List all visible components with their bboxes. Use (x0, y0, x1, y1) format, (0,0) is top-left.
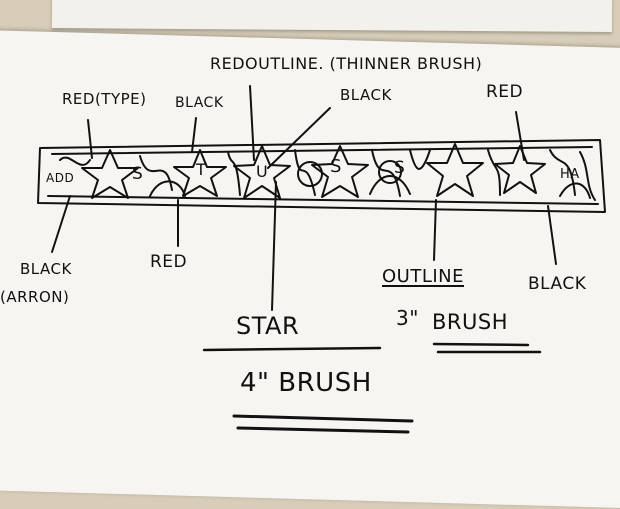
label-red-top-right: RED (486, 82, 524, 102)
leader-red-top-right (515, 111, 525, 161)
label-four-inch-brush: 4" BRUSH (240, 368, 372, 398)
banner-left-end-text: ADD (46, 171, 75, 185)
label-black-top-center: BLACK (340, 86, 392, 104)
label-three-inch-number: 3" (396, 306, 419, 330)
banner-inner-line-bottom (47, 195, 599, 205)
banner-right-end-text: HA (560, 167, 580, 182)
label-outline: OUTLINE (382, 266, 465, 287)
label-black-arron-line1: BLACK (20, 260, 72, 278)
banner-letter-1: S (132, 164, 144, 184)
star-shape-6 (494, 145, 546, 194)
banner-letter-3: U (256, 162, 269, 181)
label-black-right: BLACK (528, 274, 587, 294)
leader-black-top-center (267, 107, 331, 169)
banner-sketch (37, 85, 606, 434)
leader-black-top-left (191, 117, 197, 153)
banner-outline (37, 139, 606, 213)
leader-star (271, 181, 277, 311)
leader-red-type (87, 119, 93, 159)
label-star: STAR (236, 312, 300, 340)
label-three-inch-brush: BRUSH (432, 310, 508, 334)
star-shape-5 (426, 143, 484, 197)
star-shape-2 (173, 149, 227, 197)
star-shape-1 (81, 149, 139, 199)
star-shape-3 (233, 145, 291, 199)
label-red-bottom: RED (150, 252, 188, 272)
label-black-top-left: BLACK (175, 95, 224, 111)
banner-o-shape (297, 161, 323, 187)
banner-scribbles (59, 149, 596, 201)
banner-letter-2: T (196, 160, 207, 179)
banner-letter-4: S (330, 156, 342, 177)
leader-black-right (547, 205, 557, 265)
banner-inner-line (51, 146, 593, 155)
banner-curves (149, 175, 591, 199)
banner-letter-5: S (394, 158, 406, 178)
label-black-arron-line2: (ARRON) (0, 288, 70, 306)
leader-black-arron (51, 195, 71, 253)
brush4-underline-1 (232, 414, 414, 423)
brush3-underline-1 (432, 342, 530, 347)
banner-o-shape-2 (378, 160, 402, 184)
leader-red-outline (249, 85, 255, 161)
label-red-outline: REDOUTLINE. (THINNER BRUSH) (210, 54, 483, 73)
star-divider-line (202, 346, 382, 352)
brush4-underline-2 (236, 426, 410, 434)
leader-outline (433, 199, 437, 261)
label-red-type: RED(TYPE) (62, 90, 147, 108)
